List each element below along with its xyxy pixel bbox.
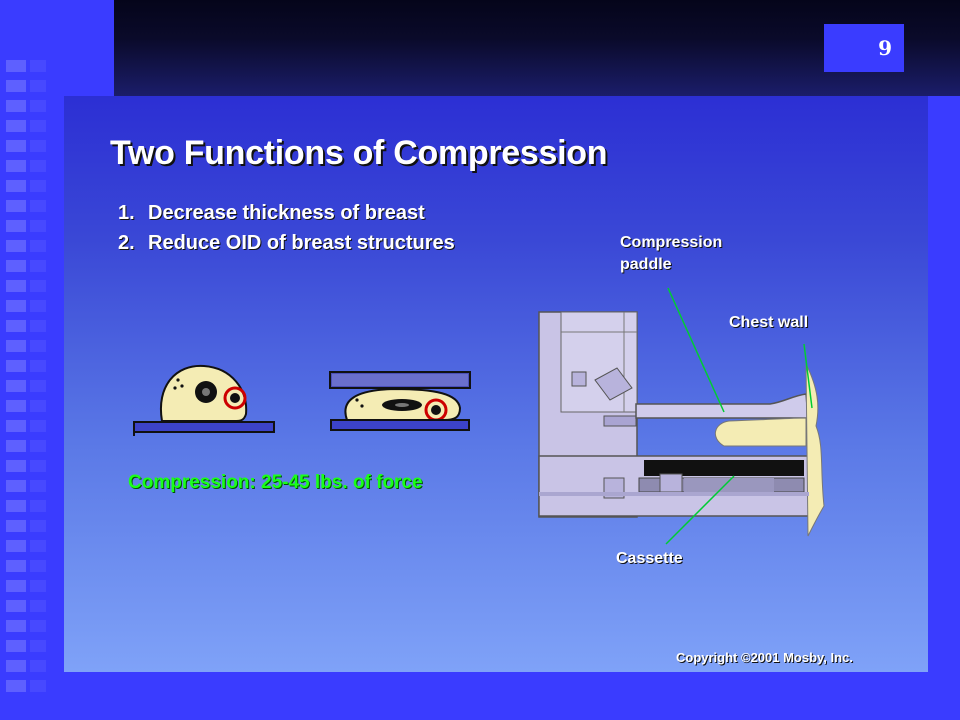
copyright-text: Copyright ©2001 Mosby, Inc. xyxy=(676,650,853,665)
slide: Two Functions of Compression 1. Decrease… xyxy=(64,96,928,672)
compression-paddle-label: Compression paddle xyxy=(620,232,722,276)
list-item: 2. Reduce OID of breast structures xyxy=(118,228,455,258)
slide-number: 9 xyxy=(824,24,904,72)
slide-title: Two Functions of Compression xyxy=(110,134,608,172)
top-band xyxy=(114,0,960,96)
diagram-illustration xyxy=(133,287,825,545)
mammography-unit-drawing xyxy=(538,287,825,545)
chest-wall-label: Chest wall xyxy=(729,314,809,331)
cassette-label: Cassette xyxy=(616,550,683,567)
compression-paddle-label-line2: paddle xyxy=(620,256,672,273)
list-text: Decrease thickness of breast xyxy=(148,202,425,224)
list-number: 1. xyxy=(118,202,135,224)
compression-paddle-label-line1: Compression xyxy=(620,234,723,251)
left-decor-squares-2 xyxy=(30,60,46,700)
force-caption: Compression: 25-45 lbs. of force xyxy=(128,472,423,493)
list-text: Reduce OID of breast structures xyxy=(148,232,455,254)
uncompressed-breast-drawing xyxy=(133,364,275,436)
compressed-breast-drawing xyxy=(329,371,471,431)
list-number: 2. xyxy=(118,232,135,254)
list-item: 1. Decrease thickness of breast xyxy=(118,198,455,228)
left-decor-squares xyxy=(6,60,26,700)
functions-list: 1. Decrease thickness of breast 2. Reduc… xyxy=(118,198,455,258)
